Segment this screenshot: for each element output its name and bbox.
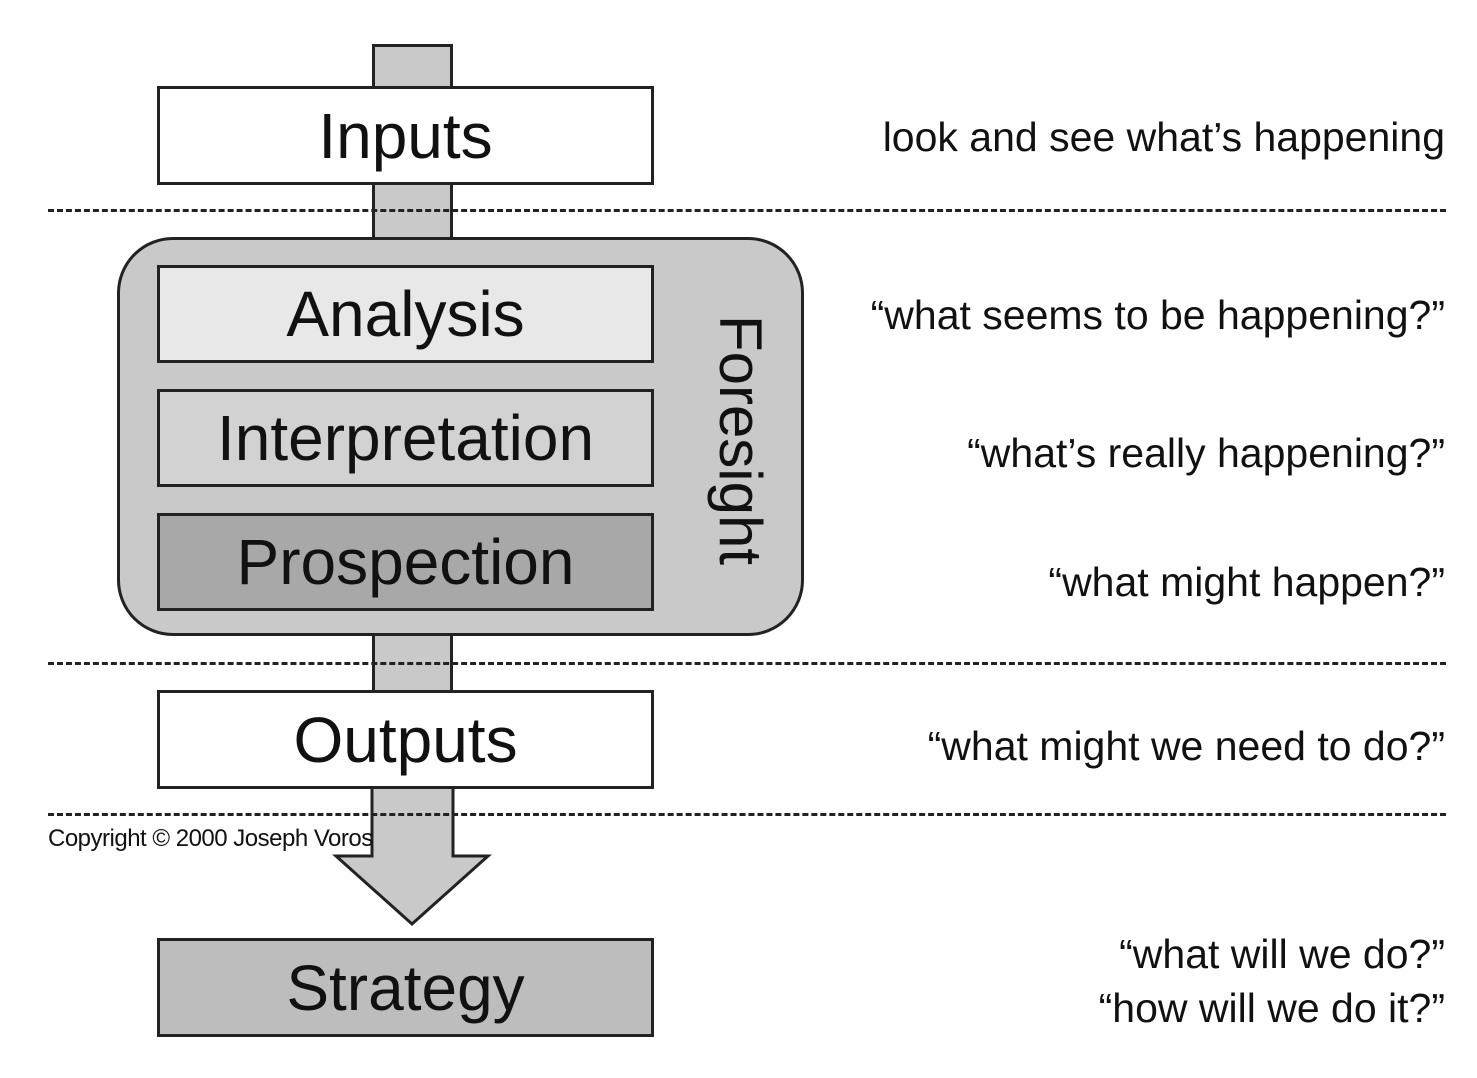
- strategy-box: Strategy: [157, 938, 654, 1037]
- separator-inputs: [48, 209, 1446, 212]
- copyright-text: Copyright © 2000 Joseph Voros: [48, 825, 373, 852]
- foresight-label: Foresight: [707, 314, 774, 566]
- strategy-label: Strategy: [286, 951, 525, 1024]
- note-strategy-line1: “what will we do?”: [1119, 931, 1445, 977]
- prospection-box: Prospection: [157, 513, 654, 611]
- note-interpretation: “what’s really happening?”: [967, 430, 1445, 476]
- separator-outputs: [48, 813, 1446, 816]
- interpretation-label: Interpretation: [216, 402, 595, 474]
- inputs-label: Inputs: [318, 99, 493, 172]
- analysis-box: Analysis: [157, 265, 654, 363]
- note-outputs: “what might we need to do?”: [927, 723, 1445, 769]
- outputs-label: Outputs: [293, 703, 518, 776]
- note-strategy-line2: “how will we do it?”: [1098, 985, 1445, 1031]
- flow-arrow-head: [332, 782, 492, 927]
- outputs-box: Outputs: [157, 690, 654, 789]
- analysis-label: Analysis: [286, 278, 525, 350]
- interpretation-box: Interpretation: [157, 389, 654, 487]
- note-inputs: look and see what’s happening: [882, 114, 1445, 160]
- prospection-label: Prospection: [236, 526, 575, 598]
- note-prospection: “what might happen?”: [1048, 559, 1445, 605]
- inputs-box: Inputs: [157, 86, 654, 185]
- separator-foresight: [48, 662, 1446, 665]
- note-analysis: “what seems to be happening?”: [870, 292, 1445, 338]
